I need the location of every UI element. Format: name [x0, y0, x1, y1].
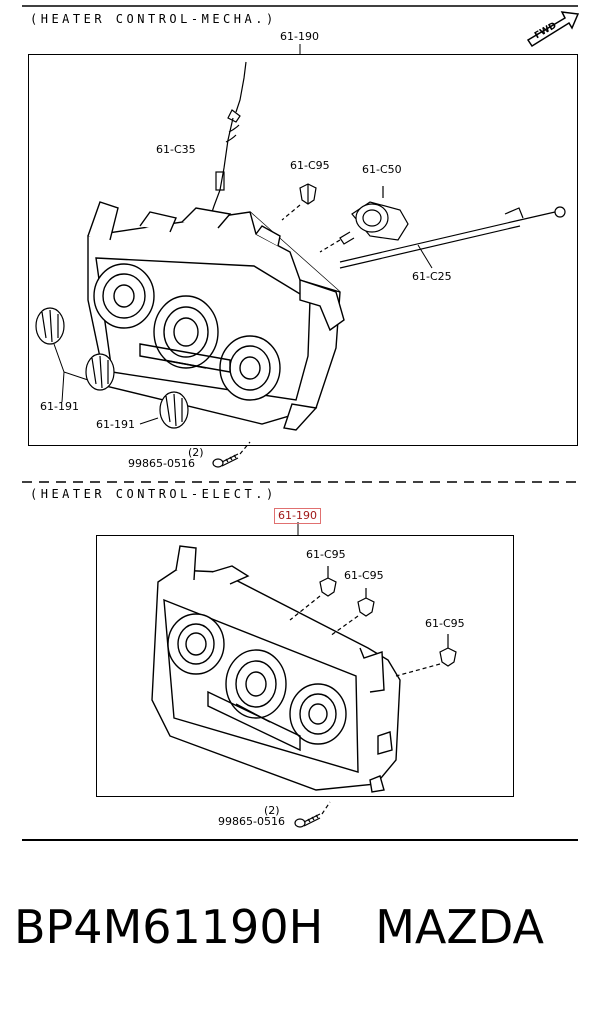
- clip-c95-mecha-drawing: [281, 183, 317, 221]
- label-61-c35[interactable]: 61-C35: [156, 143, 196, 156]
- label-99865-0516-elect[interactable]: 99865-0516: [218, 815, 285, 828]
- elect-panel-drawing: [151, 545, 401, 793]
- screw-qty-mecha: (2): [188, 446, 204, 459]
- label-61-190-mecha[interactable]: 61-190: [280, 30, 319, 43]
- part-number: BP4M61190H: [14, 900, 324, 954]
- label-61-c95-elect-a[interactable]: 61-C95: [306, 548, 346, 561]
- label-61-190-elect[interactable]: 61-190: [274, 508, 321, 524]
- fwd-arrow-icon: [526, 11, 580, 48]
- label-61-191-b[interactable]: 61-191: [96, 418, 135, 431]
- label-99865-0516-mecha[interactable]: 99865-0516: [128, 457, 195, 470]
- actuator-c50-drawing: [319, 186, 409, 253]
- brand-name: MAZDA: [375, 900, 544, 954]
- part-caption: BP4M61190H MAZDA: [14, 900, 544, 954]
- section-title-elect: (HEATER CONTROL-ELECT.): [30, 487, 277, 501]
- cable-c25-drawing: [339, 206, 566, 269]
- clip-c95-elect-drawings: [289, 566, 457, 677]
- screw-mecha-drawing: [212, 441, 251, 468]
- label-61-c95-elect-c[interactable]: 61-C95: [425, 617, 465, 630]
- label-61-191-a[interactable]: 61-191: [40, 400, 79, 413]
- knob-191-drawings: [35, 307, 189, 429]
- label-61-c95-mecha[interactable]: 61-C95: [290, 159, 330, 172]
- screw-elect-drawing: [294, 801, 331, 828]
- screw-qty-elect: (2): [264, 804, 280, 817]
- label-61-c25[interactable]: 61-C25: [412, 270, 452, 283]
- section-title-mecha: (HEATER CONTROL-MECHA.): [30, 12, 277, 26]
- mecha-frame: [28, 54, 578, 446]
- elect-frame: [96, 535, 514, 797]
- label-61-c95-elect-b[interactable]: 61-C95: [344, 569, 384, 582]
- label-61-c50[interactable]: 61-C50: [362, 163, 402, 176]
- mecha-panel-drawing: [87, 201, 345, 431]
